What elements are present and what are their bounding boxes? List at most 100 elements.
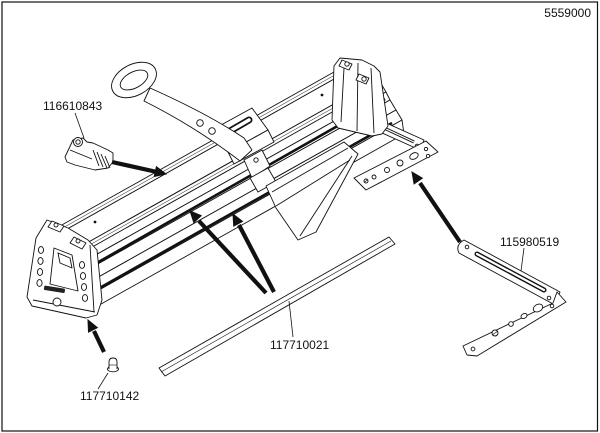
part-rubber-foot <box>107 357 119 373</box>
arrow-head <box>232 212 244 227</box>
screw <box>253 157 259 163</box>
right-leg <box>331 57 389 137</box>
part-ruler-strip <box>158 236 396 377</box>
arrow-shaft <box>111 159 158 175</box>
part-number-angle-guide: 115980519 <box>500 235 560 249</box>
arrow-shaft <box>237 224 276 293</box>
hole <box>508 321 514 327</box>
left-leg-base-line <box>32 299 96 313</box>
foot-cap <box>108 357 118 369</box>
wing-fold-line <box>299 155 353 237</box>
part-number-side-stop: 116610843 <box>43 99 103 113</box>
hole <box>423 146 429 152</box>
side-mounting-plate <box>353 140 439 191</box>
wing-fold-line <box>271 147 349 193</box>
breaker-wing <box>265 141 359 241</box>
angle-guide-slot-inner <box>475 252 546 292</box>
hole <box>384 167 390 173</box>
side-stop-rib <box>104 155 111 169</box>
track-screw <box>320 93 324 97</box>
hole <box>79 272 87 280</box>
hole <box>464 244 470 250</box>
arrow-head <box>411 171 424 185</box>
screw <box>53 222 59 228</box>
leader-lines <box>74 112 525 390</box>
hole <box>532 303 544 313</box>
arrow-shaft <box>418 181 462 244</box>
hole <box>36 279 43 287</box>
handle-lever <box>111 61 253 162</box>
left-leg <box>26 219 103 319</box>
scoring-head <box>243 149 271 179</box>
wing-fold-line <box>275 159 351 207</box>
leg-window <box>49 247 79 292</box>
leg-holes <box>36 246 89 302</box>
part-side-stop <box>64 137 114 171</box>
hole <box>371 174 377 180</box>
arrow-shaft <box>92 330 106 353</box>
side-stop-rib <box>96 151 104 168</box>
arrow-head <box>87 318 99 333</box>
brand-logo <box>43 285 66 294</box>
hole <box>75 139 81 145</box>
ruler-strip-edge <box>160 240 392 373</box>
part-number-ruler-strip: 117710021 <box>270 338 330 352</box>
hole <box>549 303 555 309</box>
part-angle-guide <box>457 239 567 357</box>
side-stop-boss <box>73 137 83 147</box>
handle-pivot-hole <box>196 119 204 127</box>
arrow-strip-to-back-bed <box>189 210 268 295</box>
screw-slot <box>491 330 499 336</box>
breaker-wing-body <box>265 141 359 241</box>
angle-guide-hole-arm <box>462 291 567 357</box>
leg-window-detail <box>57 252 73 269</box>
part-number-rubber-foot: 117710142 <box>80 389 140 403</box>
right-leg-rib <box>340 67 345 123</box>
document-code: 5559000 <box>544 6 591 20</box>
side-stop-rib <box>92 149 100 167</box>
leader-rubber-foot <box>97 372 109 390</box>
side-stop-rib <box>100 153 108 169</box>
arrow-angle-guide-to-plate <box>411 171 462 244</box>
pointer-arrows <box>87 159 462 353</box>
hole <box>470 346 476 352</box>
arrow-head <box>189 210 203 224</box>
handle-loop-inner <box>119 69 149 91</box>
right-leg-rib <box>356 62 359 132</box>
screw <box>361 76 367 82</box>
leader-ruler-strip <box>288 300 294 338</box>
right-leg-rib <box>370 67 375 134</box>
left-leg-side-edge <box>89 244 95 313</box>
leg-hole-round <box>52 297 62 307</box>
arrow-head <box>153 165 168 178</box>
side-stop-edge <box>69 149 93 160</box>
hole <box>78 261 86 269</box>
bed-rubber-strip-back <box>87 97 386 270</box>
hole <box>81 294 89 302</box>
arrow-foot-to-leg <box>87 318 106 353</box>
arrow-shaft <box>197 219 268 295</box>
hole <box>546 295 552 301</box>
handle-pivot-hole <box>208 127 216 135</box>
arrow-side-stop-to-rail <box>111 159 168 178</box>
right-leg-body <box>331 57 389 137</box>
hole <box>396 159 404 167</box>
hole <box>80 283 88 291</box>
screw-slot <box>363 179 369 183</box>
hole <box>409 152 419 160</box>
leader-side-stop <box>74 112 85 139</box>
arrow-strip-to-front-bed <box>232 212 276 293</box>
hole <box>37 246 45 254</box>
hole <box>36 268 44 276</box>
screw <box>75 238 81 244</box>
leader-angle-guide <box>520 247 525 272</box>
hole <box>425 153 431 159</box>
hole <box>37 257 44 265</box>
carriage-slot-inner <box>228 118 251 133</box>
tile-cutter-machine <box>26 57 439 319</box>
track-screw <box>93 220 97 224</box>
front-rail-highlight <box>77 89 367 252</box>
hole <box>520 313 528 319</box>
